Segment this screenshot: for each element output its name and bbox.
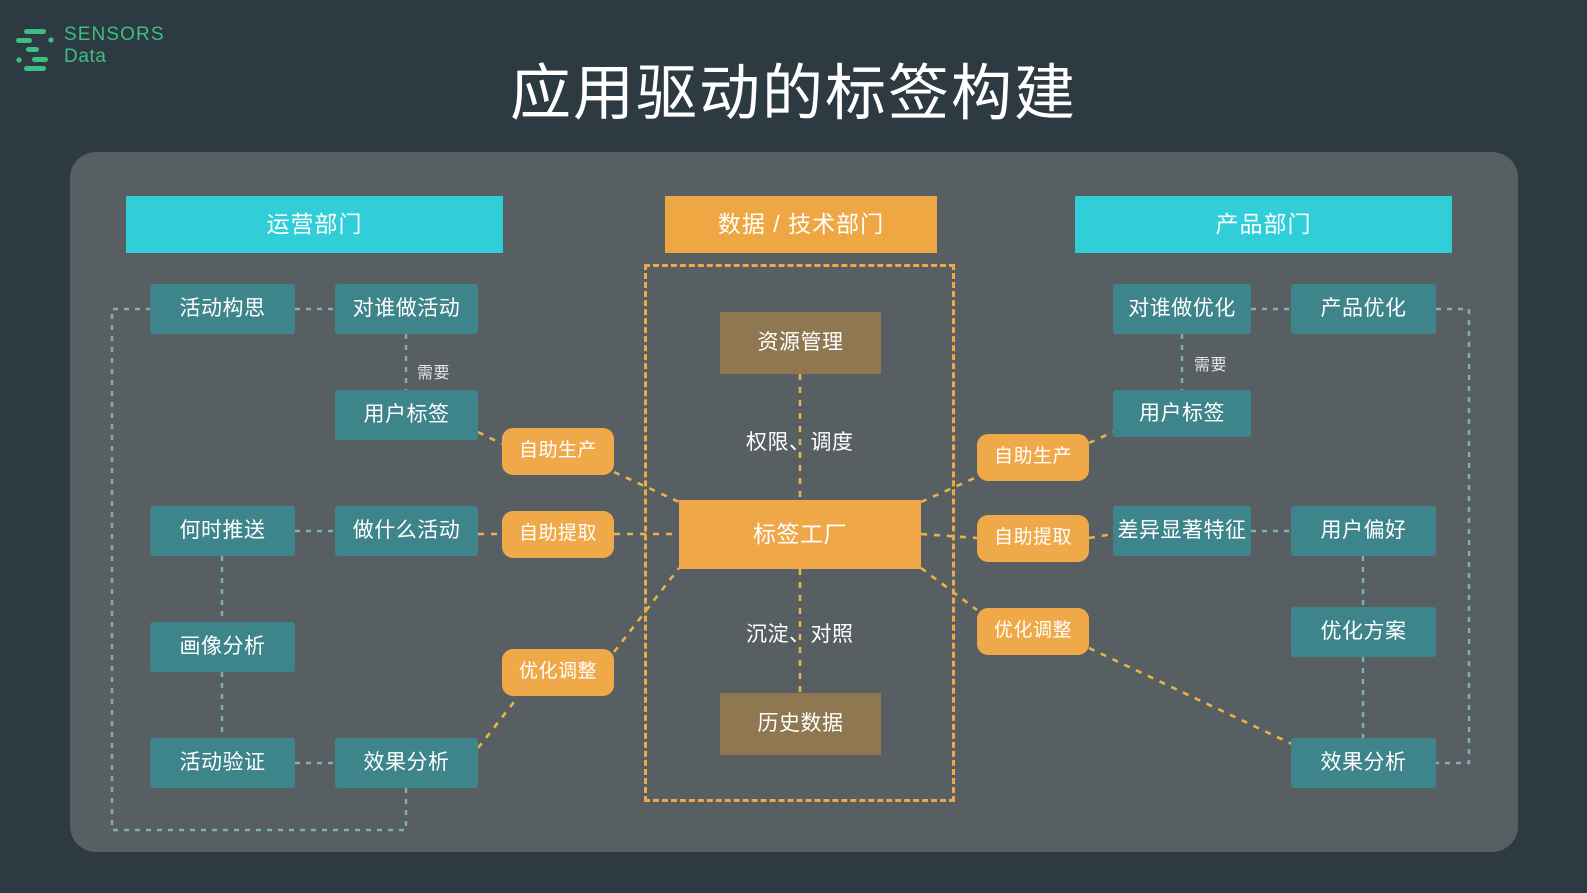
node-center-resource-mgmt-label: 资源管理 xyxy=(757,331,844,355)
pill-left-optimize-adjust[interactable]: 优化调整 xyxy=(502,649,614,696)
node-right-distinct-feature[interactable]: 差异显著特征 xyxy=(1113,506,1251,556)
node-left-activity-verify[interactable]: 活动验证 xyxy=(150,738,295,788)
node-right-distinct-feature-label: 差异显著特征 xyxy=(1117,519,1247,543)
node-right-product-optimize-label: 产品优化 xyxy=(1320,297,1407,321)
pill-right-self-produce-label: 自助生产 xyxy=(993,446,1072,468)
dept-header-operations: 运营部门 xyxy=(126,196,503,253)
dept-header-data-tech: 数据 / 技术部门 xyxy=(665,196,937,253)
node-right-optimize-who[interactable]: 对谁做优化 xyxy=(1113,284,1251,334)
edge-label-center-precipitate-compare: 沉淀、对照 xyxy=(746,618,854,648)
edge-label-right-need: 需要 xyxy=(1194,351,1227,375)
dept-header-operations-label: 运营部门 xyxy=(266,210,363,237)
node-left-what-activity[interactable]: 做什么活动 xyxy=(335,506,478,556)
pill-right-optimize-adjust[interactable]: 优化调整 xyxy=(977,608,1089,655)
pill-left-optimize-adjust-label: 优化调整 xyxy=(518,661,597,683)
edge-label-right-need-text: 需要 xyxy=(1194,357,1228,374)
node-center-tag-factory[interactable]: 标签工厂 xyxy=(679,500,921,569)
node-left-target-who[interactable]: 对谁做活动 xyxy=(335,284,478,334)
node-right-user-preference-label: 用户偏好 xyxy=(1320,519,1407,543)
node-center-history-data-label: 历史数据 xyxy=(757,712,844,736)
dept-header-data-tech-label: 数据 / 技术部门 xyxy=(717,210,885,237)
node-right-effect-analysis[interactable]: 效果分析 xyxy=(1291,738,1436,788)
pill-right-self-extract[interactable]: 自助提取 xyxy=(977,515,1089,562)
node-left-when-push-label: 何时推送 xyxy=(179,519,266,543)
pill-right-optimize-adjust-label: 优化调整 xyxy=(993,620,1072,642)
node-right-optimize-plan-label: 优化方案 xyxy=(1320,620,1407,644)
node-left-when-push[interactable]: 何时推送 xyxy=(150,506,295,556)
node-left-effect-analysis-label: 效果分析 xyxy=(363,751,450,775)
node-left-profile-analysis[interactable]: 画像分析 xyxy=(150,622,295,672)
node-right-user-preference[interactable]: 用户偏好 xyxy=(1291,506,1436,556)
edge-label-center-precipitate-compare-text: 沉淀、对照 xyxy=(746,623,854,646)
edge-label-center-permission-schedule-text: 权限、调度 xyxy=(746,431,854,454)
node-right-optimize-who-label: 对谁做优化 xyxy=(1128,297,1236,321)
dept-header-product-label: 产品部门 xyxy=(1215,210,1312,237)
data-tech-group-frame xyxy=(644,264,955,802)
node-center-tag-factory-label: 标签工厂 xyxy=(753,520,847,547)
node-left-activity-idea-label: 活动构思 xyxy=(179,297,266,321)
node-center-resource-mgmt[interactable]: 资源管理 xyxy=(720,312,881,374)
edge-label-left-need-text: 需要 xyxy=(417,365,451,382)
node-left-user-tag[interactable]: 用户标签 xyxy=(335,390,478,440)
brand-name-line2: Data xyxy=(64,46,107,68)
node-left-user-tag-label: 用户标签 xyxy=(363,403,450,427)
node-center-history-data[interactable]: 历史数据 xyxy=(720,693,881,755)
pill-left-self-extract-label: 自助提取 xyxy=(518,523,597,545)
edge-label-center-permission-schedule: 权限、调度 xyxy=(746,426,854,456)
pill-right-self-produce[interactable]: 自助生产 xyxy=(977,434,1089,481)
node-right-product-optimize[interactable]: 产品优化 xyxy=(1291,284,1436,334)
edge-label-left-need: 需要 xyxy=(417,359,450,383)
pill-left-self-produce-label: 自助生产 xyxy=(518,440,597,462)
node-left-target-who-label: 对谁做活动 xyxy=(352,297,461,321)
page-title: 应用驱动的标签构建 xyxy=(509,59,1077,127)
node-left-activity-verify-label: 活动验证 xyxy=(179,751,266,775)
node-left-profile-analysis-label: 画像分析 xyxy=(179,635,266,659)
node-left-what-activity-label: 做什么活动 xyxy=(352,519,461,543)
node-left-activity-idea[interactable]: 活动构思 xyxy=(150,284,295,334)
sensors-data-logo-icon xyxy=(16,29,54,71)
dept-header-product: 产品部门 xyxy=(1075,196,1452,253)
node-right-optimize-plan[interactable]: 优化方案 xyxy=(1291,607,1436,657)
node-right-effect-analysis-label: 效果分析 xyxy=(1320,751,1407,775)
brand-logo: SENSORS Data xyxy=(16,20,216,82)
node-right-user-tag-label: 用户标签 xyxy=(1139,401,1225,425)
node-left-effect-analysis[interactable]: 效果分析 xyxy=(335,738,478,788)
pill-left-self-extract[interactable]: 自助提取 xyxy=(502,511,614,558)
pill-left-self-produce[interactable]: 自助生产 xyxy=(502,428,614,475)
node-right-user-tag[interactable]: 用户标签 xyxy=(1113,390,1251,437)
brand-name-line1: SENSORS xyxy=(64,24,165,45)
pill-right-self-extract-label: 自助提取 xyxy=(993,527,1072,549)
